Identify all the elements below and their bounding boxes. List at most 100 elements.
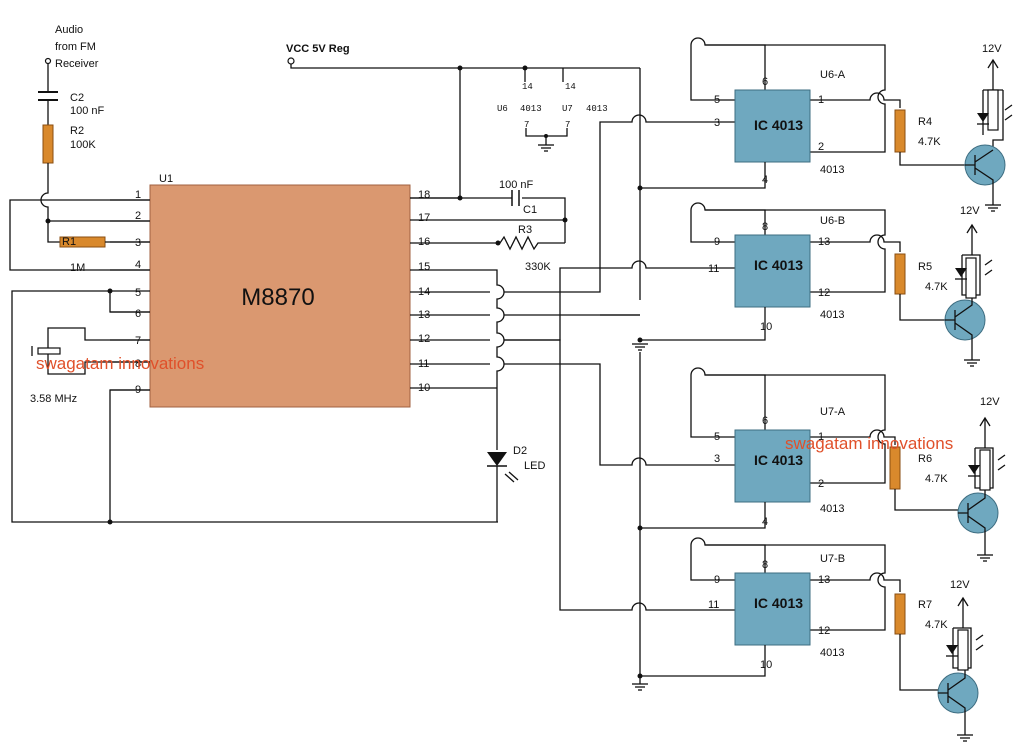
u7-part: 4013	[586, 104, 608, 114]
res-label-2: R5	[918, 261, 932, 273]
out-b-2: 12	[818, 287, 830, 299]
pin-bot-3: 4	[762, 516, 768, 528]
u6-pin14: 14	[522, 82, 533, 92]
pin-bot-1: 4	[762, 174, 768, 186]
audio-label-2: from FM	[55, 41, 96, 53]
u6-part: 4013	[520, 104, 542, 114]
out-a-3: 1	[818, 431, 824, 443]
res-value-3: 4.7K	[925, 473, 948, 485]
pin-left-1: 1	[135, 189, 141, 201]
r3-value: 330K	[525, 261, 551, 273]
unit-label-3: U7-A	[820, 406, 846, 418]
stage-u7b	[637, 537, 940, 691]
unit-label-1: U6-A	[820, 69, 846, 81]
led-d2	[487, 452, 519, 522]
in-b-3: 3	[714, 453, 720, 465]
u7-pin14: 14	[565, 82, 576, 92]
pin-right-17: 17	[418, 212, 430, 224]
crystal	[31, 327, 150, 375]
audio-label-1: Audio	[55, 24, 83, 36]
ic-u7a	[734, 429, 811, 503]
led-label: LED	[524, 460, 545, 472]
u6-label: U6	[497, 104, 508, 114]
ic-label-2: IC 4013	[754, 257, 803, 273]
d2-label: D2	[513, 445, 527, 457]
pin-right-18: 18	[418, 189, 430, 201]
resistor-r2	[42, 124, 54, 164]
crystal-label: 3.58 MHz	[30, 393, 77, 405]
pin-left-7: 7	[135, 335, 141, 347]
pin-right-13: 13	[418, 309, 430, 321]
pin-right-11: 11	[418, 358, 429, 370]
supply-4: 12V	[950, 579, 970, 591]
part-label-4: 4013	[820, 647, 844, 659]
u6-pin7: 7	[524, 120, 529, 130]
m8870-label: M8870	[241, 284, 314, 311]
out-a-2: 13	[818, 236, 830, 248]
pin-right-15: 15	[418, 261, 430, 273]
in-a-1: 5	[714, 94, 720, 106]
out-b-3: 2	[818, 478, 824, 490]
res-value-1: 4.7K	[918, 136, 941, 148]
r1-label: R1	[62, 236, 76, 248]
in-a-2: 9	[714, 236, 720, 248]
in-b-4: 11	[708, 599, 719, 611]
ic-u6b	[734, 234, 811, 308]
pin-left-6: 6	[135, 308, 141, 320]
pin-left-5: 5	[135, 287, 141, 299]
relay-driver-2	[944, 223, 993, 367]
r1-value: 1M	[70, 262, 85, 274]
r3-label: R3	[518, 224, 532, 236]
supply-2: 12V	[960, 205, 980, 217]
m8870-chip	[149, 184, 411, 408]
c2-label: C2	[70, 92, 84, 104]
stage-u6a	[637, 37, 965, 191]
u1-label: U1	[159, 173, 173, 185]
ic-label-1: IC 4013	[754, 117, 803, 133]
pin-top-2: 8	[762, 221, 768, 233]
pin-top-1: 6	[762, 76, 768, 88]
watermark-2: swagatam innovations	[785, 434, 953, 453]
relay-driver-4	[937, 596, 984, 742]
unit-label-2: U6-B	[820, 215, 845, 227]
unit-label-4: U7-B	[820, 553, 845, 565]
ic-label-3: IC 4013	[754, 452, 803, 468]
pin-right-12: 12	[418, 333, 430, 345]
res-label-4: R7	[918, 599, 932, 611]
stage-u6b	[637, 202, 945, 343]
u7-label: U7	[562, 104, 573, 114]
audio-input: Audio from FM Receiver	[38, 24, 99, 125]
res-value-4: 4.7K	[925, 619, 948, 631]
ic-u7b	[734, 572, 811, 646]
c1-label: C1	[523, 204, 537, 216]
part-label-3: 4013	[820, 503, 844, 515]
in-a-3: 5	[714, 431, 720, 443]
c1-value: 100 nF	[499, 179, 534, 191]
res-label-1: R4	[918, 116, 932, 128]
out-b-4: 12	[818, 625, 830, 637]
audio-label-3: Receiver	[55, 58, 99, 70]
part-label-2: 4013	[820, 309, 844, 321]
out-a-4: 13	[818, 574, 830, 586]
pin-left-3: 3	[135, 237, 141, 249]
ic-u6a	[734, 89, 811, 163]
stage-u7a	[637, 367, 958, 531]
pin-left-2: 2	[135, 210, 141, 222]
pin-right-10: 10	[418, 382, 430, 394]
supply-1: 12V	[982, 43, 1002, 55]
pin-bot-4: 10	[760, 659, 772, 671]
pin-top-3: 6	[762, 415, 768, 427]
r2-value: 100K	[70, 139, 96, 151]
c2-value: 100 nF	[70, 105, 105, 117]
pin-right-14: 14	[418, 286, 430, 298]
pin-top-4: 8	[762, 559, 768, 571]
relay-driver-3	[957, 416, 1006, 562]
part-label-1: 4013	[820, 164, 844, 176]
in-b-2: 11	[708, 263, 719, 275]
res-label-3: R6	[918, 453, 932, 465]
pin-left-4: 4	[135, 259, 141, 271]
in-b-1: 3	[714, 117, 720, 129]
in-a-4: 9	[714, 574, 720, 586]
pin-bot-2: 10	[760, 321, 772, 333]
